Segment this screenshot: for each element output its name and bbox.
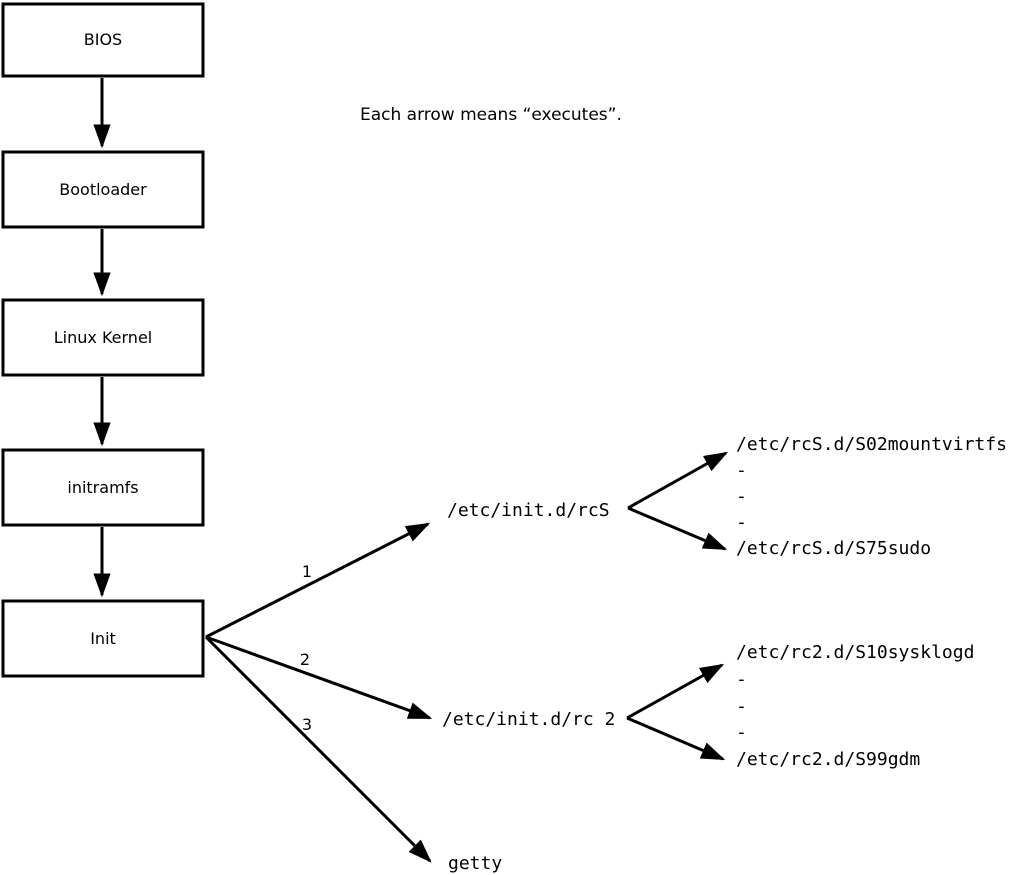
branch-number-2: 2 — [300, 650, 310, 669]
rcS-entry-3: - — [736, 512, 747, 533]
arrow-rc2-to-last-entry — [626, 716, 726, 761]
initramfs-box — [1, 448, 205, 527]
node-linux-kernel: Linux Kernel — [1, 298, 205, 377]
bootloader-box — [1, 150, 205, 229]
rcS-entry-1: - — [736, 460, 747, 481]
arrow-meaning-note: Each arrow means “executes”. — [360, 105, 622, 125]
branch-number-1: 1 — [302, 562, 312, 581]
arrow-rcS-to-first-entry — [627, 451, 729, 510]
node-init: Init — [1, 599, 205, 678]
linux-kernel-label: Linux Kernel — [54, 328, 152, 347]
bootloader-label: Bootloader — [59, 180, 147, 199]
arrow-rc2-to-first-entry — [626, 663, 725, 720]
arrow-init-to-rc2 — [205, 635, 433, 720]
bios-label: BIOS — [84, 30, 122, 49]
rc2-script-label: /etc/init.d/rc 2 — [442, 709, 615, 730]
rcS-entry-0: /etc/rcS.d/S02mountvirtfs — [736, 434, 1007, 455]
getty-label: getty — [448, 853, 502, 874]
node-initramfs: initramfs — [1, 448, 205, 527]
init-box — [1, 599, 205, 678]
rcS-script-label: /etc/init.d/rcS — [447, 500, 610, 521]
rc2-entry-0: /etc/rc2.d/S10sysklogd — [736, 642, 974, 663]
arrow-init-to-getty — [204, 635, 432, 863]
node-bootloader: Bootloader — [1, 150, 205, 229]
rc2-entry-1: - — [736, 669, 747, 690]
arrow-init-to-rcS — [205, 522, 431, 639]
init-label: Init — [90, 629, 116, 648]
rc2-entry-4: /etc/rc2.d/S99gdm — [736, 749, 920, 770]
rcS-entry-4: /etc/rcS.d/S75sudo — [736, 538, 931, 559]
rcS-entry-2: - — [736, 486, 747, 507]
rc2-entry-2: - — [736, 696, 747, 717]
initramfs-label: initramfs — [67, 478, 138, 497]
node-bios: BIOS — [1, 2, 205, 78]
arrow-rcS-to-last-entry — [627, 506, 728, 551]
bios-box — [1, 2, 205, 78]
rc2-entry-3: - — [736, 722, 747, 743]
branch-number-3: 3 — [302, 715, 312, 734]
linux-kernel-box — [1, 298, 205, 377]
